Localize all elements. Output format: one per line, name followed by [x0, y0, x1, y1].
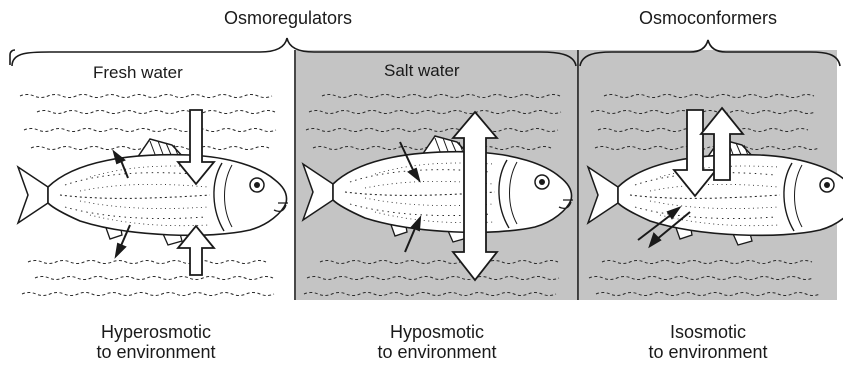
caption-hyposmotic: Hyposmotic to environment [307, 322, 567, 362]
caption-hyperosmotic-line1: Hyperosmotic [26, 322, 286, 342]
wave-line [24, 129, 276, 132]
wave-line [35, 277, 273, 280]
group-label-osmoregulators: Osmoregulators [224, 8, 352, 28]
caption-hyposmotic-line2: to environment [307, 342, 567, 362]
group-label-osmoconformers: Osmoconformers [639, 8, 777, 28]
caption-isosmotic-line1: Isosmotic [578, 322, 838, 342]
wave-line [22, 293, 274, 296]
fish-fresh-water [18, 139, 288, 245]
caption-hyperosmotic: Hyperosmotic to environment [26, 322, 286, 362]
wave-line [37, 111, 275, 114]
wave-line [28, 261, 266, 264]
caption-hyposmotic-line1: Hyposmotic [307, 322, 567, 342]
caption-isosmotic: Isosmotic to environment [578, 322, 838, 362]
caption-hyperosmotic-line2: to environment [26, 342, 286, 362]
panel-label-fresh-water: Fresh water [93, 63, 183, 82]
panel-label-salt-water: Salt water [384, 61, 460, 80]
caption-isosmotic-line2: to environment [578, 342, 838, 362]
wave-line [20, 95, 272, 98]
